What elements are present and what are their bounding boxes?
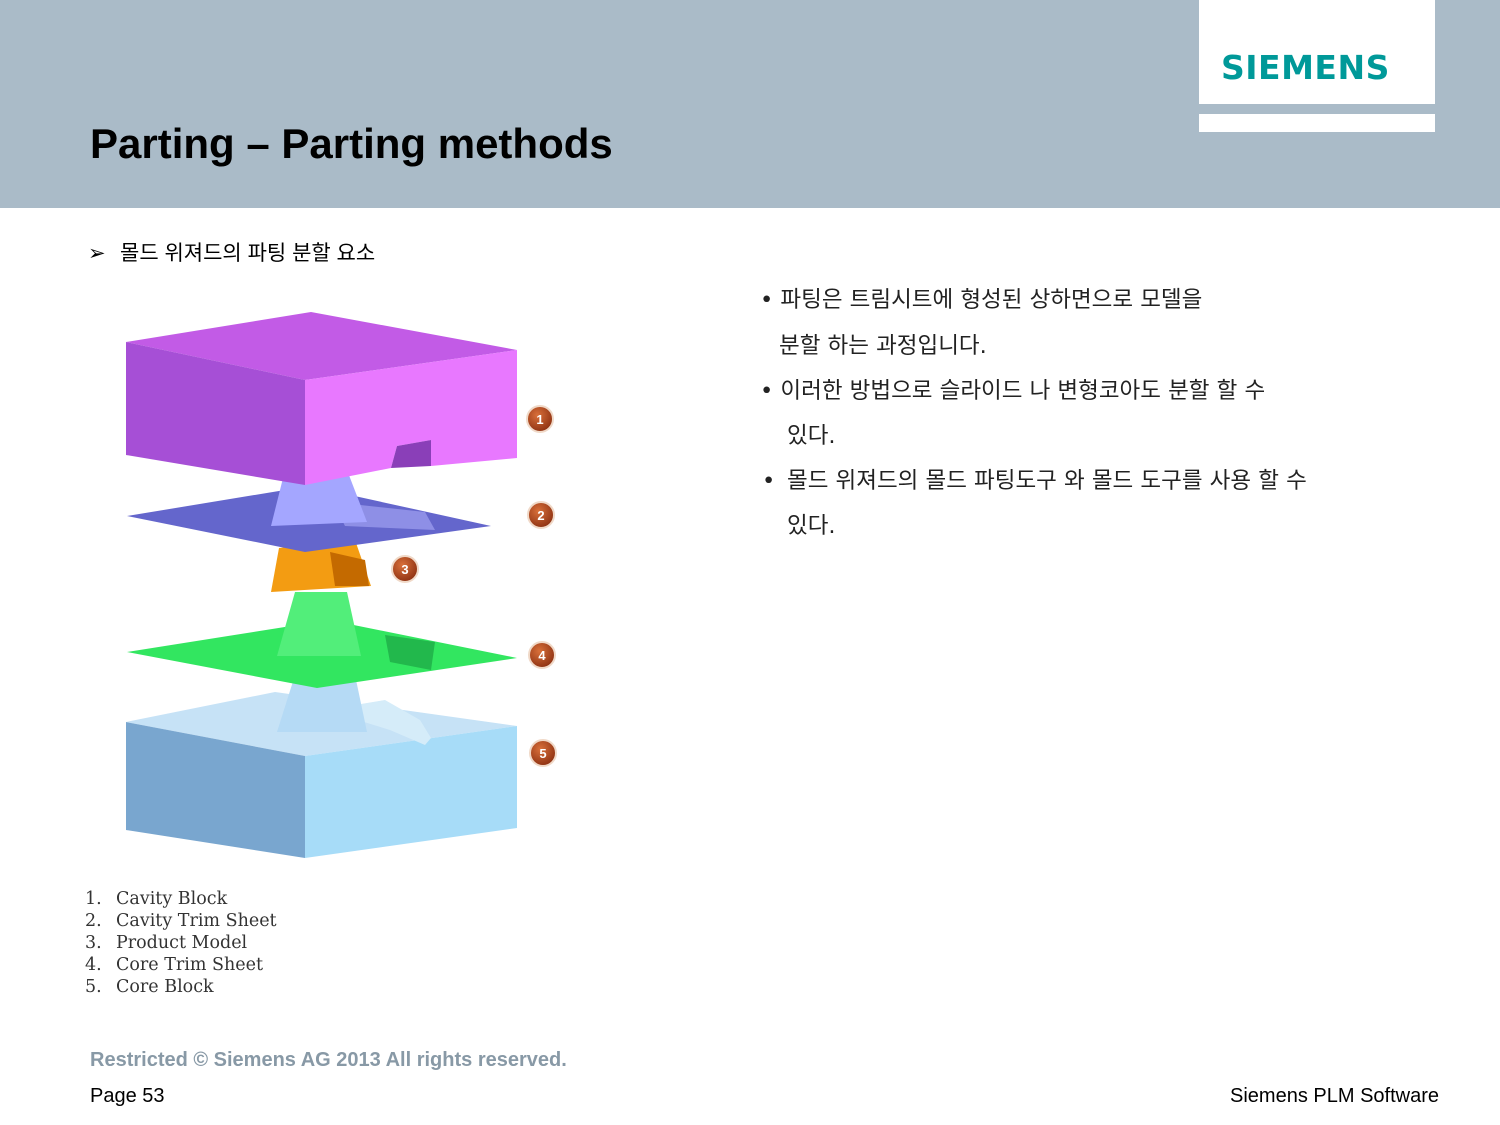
callout-2: 2 xyxy=(527,501,555,529)
callout-5: 5 xyxy=(529,739,557,767)
bullet-3-marker: • xyxy=(762,468,776,494)
bullet-3-line-1: 몰드 위져드의 몰드 파팅도구 와 몰드 도구를 사용 할 수 xyxy=(787,468,1307,494)
slide-title: Parting – Parting methods xyxy=(90,120,613,167)
legend-item: 1.Cavity Block xyxy=(85,889,228,909)
svg-text:5: 5 xyxy=(539,746,546,761)
arrow-bullet-icon: ➢ xyxy=(88,242,106,265)
figure-legend: 1.Cavity Block 2.Cavity Trim Sheet 3.Pro… xyxy=(85,888,277,998)
logo-box xyxy=(1199,0,1435,104)
legend-item: 4.Core Trim Sheet xyxy=(85,955,264,975)
footer-page-number: Page 53 xyxy=(90,1085,165,1107)
svg-text:1: 1 xyxy=(536,412,543,427)
subheading: ➢ 몰드 위져드의 파팅 분할 요소 xyxy=(88,238,375,270)
mold-parting-diagram: 1 2 3 4 5 xyxy=(126,312,557,858)
legend-item: 2.Cavity Trim Sheet xyxy=(85,911,277,931)
bullet-1-line-2: 분할 하는 과정입니다. xyxy=(779,333,987,359)
legend-item: 3.Product Model xyxy=(85,933,248,953)
product-core-shape xyxy=(277,592,361,656)
svg-text:2: 2 xyxy=(537,508,544,523)
cavity-stem-shape xyxy=(271,470,367,526)
callout-1: 1 xyxy=(526,405,554,433)
bullet-2-line-2: 있다. xyxy=(787,423,836,449)
bullet-3-line-2: 있다. xyxy=(787,513,836,539)
logo-strip xyxy=(1199,114,1435,132)
footer-copyright: Restricted © Siemens AG 2013 All rights … xyxy=(90,1049,567,1071)
footer-company: Siemens PLM Software xyxy=(1230,1085,1439,1107)
svg-text:4: 4 xyxy=(538,648,546,663)
core-stem-shape xyxy=(277,675,367,732)
callout-3: 3 xyxy=(391,555,419,583)
legend-item: 5.Core Block xyxy=(85,977,214,997)
product-model-shape xyxy=(271,540,371,592)
bullet-1-line-1: • 파팅은 트림시트에 형성된 상하면으로 모델을 xyxy=(760,287,1203,313)
svg-text:3: 3 xyxy=(401,562,408,577)
cavity-block-shape xyxy=(126,312,517,485)
callout-4: 4 xyxy=(528,641,556,669)
siemens-logo: SIEMENS xyxy=(1221,48,1390,87)
subheading-text: 몰드 위져드의 파팅 분할 요소 xyxy=(120,242,376,265)
bullet-2-line-1: • 이러한 방법으로 슬라이드 나 변형코아도 분할 할 수 xyxy=(760,378,1266,404)
